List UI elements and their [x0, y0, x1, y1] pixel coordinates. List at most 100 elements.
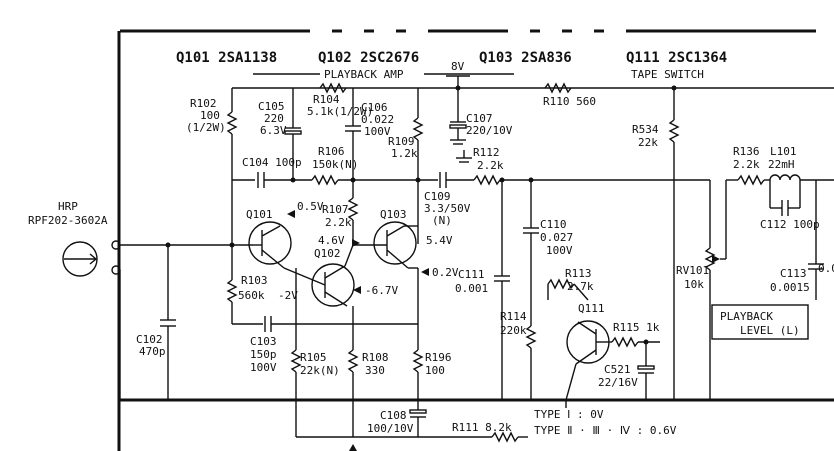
- l101-label: L101: [770, 145, 797, 158]
- c110-value: 0.027: [540, 231, 573, 244]
- arrow-up-marker: [349, 444, 357, 451]
- rv101-wiper: [712, 255, 720, 263]
- r112-resistor: [473, 174, 501, 186]
- r107-label: R107: [322, 203, 349, 216]
- type-note-1: TYPE Ⅰ : 0V: [534, 408, 604, 421]
- r136-value: 2.2k: [733, 158, 760, 171]
- r115-label: R115 1k: [613, 321, 660, 334]
- r110-resistor: [544, 82, 572, 94]
- r196-value: 100: [425, 364, 445, 377]
- r115-resistor: [611, 336, 639, 348]
- q111-tag: Q111: [578, 302, 605, 315]
- header-playback-amp: PLAYBACK AMP: [324, 68, 404, 81]
- r106-value: 150k(N): [312, 158, 358, 171]
- q111-emitter-wire: [565, 363, 577, 401]
- playback-level-box: [711, 304, 809, 340]
- r113-label: R113: [565, 267, 592, 280]
- playback-level-title: PLAYBACK: [720, 310, 773, 323]
- q103-tag: Q103: [380, 208, 407, 221]
- q101-tag: Q101: [246, 208, 273, 221]
- c112-label: C112 100p: [760, 218, 820, 231]
- c107-plate-2: [449, 124, 467, 129]
- c521-label: C521: [604, 363, 631, 376]
- r534-value: 22k: [638, 136, 658, 149]
- probe-minus-6-7v: [353, 286, 361, 294]
- r111-label: R111 8.2k: [452, 421, 512, 434]
- c105-label: C105: [258, 100, 285, 113]
- c113-label: C113: [780, 267, 807, 280]
- q102-collector: [324, 265, 346, 279]
- header-tape-switch: TAPE SWITCH: [631, 68, 704, 81]
- r103-resistor: [226, 279, 238, 303]
- c109-note: (N): [432, 214, 452, 227]
- junction-c111: [499, 177, 505, 183]
- q102-collector-wire: [344, 244, 354, 267]
- r112-value: 2.2k: [477, 159, 504, 172]
- r102-label: R102: [190, 97, 217, 110]
- voltage-0-5v: 0.5V: [297, 200, 324, 213]
- q102-base-lead: [283, 267, 326, 286]
- r105-label: R105: [300, 351, 327, 364]
- r109-label: R109: [388, 135, 415, 148]
- head-name: HRP: [58, 200, 78, 213]
- q111-emitter: [575, 349, 597, 365]
- r534-label: R534: [632, 123, 659, 136]
- c110-label: C110: [540, 218, 567, 231]
- voltage-minus-2v: -2V: [278, 289, 298, 302]
- r136-label: R136: [733, 145, 760, 158]
- type-note-2: TYPE Ⅱ · Ⅲ · Ⅳ : 0.6V: [534, 424, 677, 437]
- r196-resistor: [412, 349, 424, 373]
- r111-resistor: [491, 431, 519, 443]
- l101-inductor: [769, 174, 801, 181]
- r136-resistor: [737, 174, 765, 186]
- c108-value: 100/10V: [367, 422, 414, 435]
- c110-rating: 100V: [546, 244, 573, 257]
- r103-value: 560k: [238, 289, 265, 302]
- c111-value: 0.001: [455, 282, 488, 295]
- r105-resistor: [290, 349, 302, 373]
- r110-label: R110 560: [543, 95, 596, 108]
- head-part: RPF202-3602A: [28, 214, 108, 227]
- voltage-0-2v: 0.2V: [432, 266, 459, 279]
- r108-label: R108: [362, 351, 389, 364]
- c102-value: 470p: [139, 345, 166, 358]
- junction-c110: [528, 177, 534, 183]
- r113-to-q111: [573, 283, 589, 301]
- c113-value: 0.0015: [770, 281, 810, 294]
- c103-label: C103: [250, 335, 277, 348]
- c109-label: C109: [424, 190, 451, 203]
- voltage-minus-6-7v: -6.7V: [365, 284, 398, 297]
- r107-value: 2.2k: [325, 216, 352, 229]
- c106-value: 0.022: [361, 113, 394, 126]
- r106-resistor: [311, 174, 339, 186]
- rv101-resistor: [704, 247, 716, 271]
- r104-label: R104: [313, 93, 340, 106]
- r534-resistor: [668, 119, 680, 143]
- playback-level-channel: LEVEL (L): [740, 324, 800, 337]
- r106-label: R106: [318, 145, 345, 158]
- r105-value: 22k(N): [300, 364, 340, 377]
- r113-value: 2.7k: [567, 280, 594, 293]
- header-q102: Q102 2SC2676: [318, 50, 419, 66]
- rv101-label: RV101: [676, 264, 709, 277]
- r196-label: R196: [425, 351, 452, 364]
- c108-label: C108: [380, 409, 407, 422]
- c521-value: 22/16V: [598, 376, 638, 389]
- r102-resistor: [226, 111, 238, 135]
- c111-label: C111: [458, 268, 485, 281]
- probe-0-5v: [287, 210, 295, 218]
- r107-resistor: [347, 197, 359, 221]
- c102-label: C102: [136, 333, 163, 346]
- r109-resistor: [412, 117, 424, 141]
- r102-value: 100: [200, 109, 220, 122]
- r104-resistor: [319, 82, 347, 94]
- c105-plate-2: [284, 130, 302, 135]
- c108-plate-1: [409, 409, 427, 414]
- c107-value: 220/10V: [466, 124, 513, 137]
- q101-symbol: [248, 221, 292, 265]
- q102-emitter: [324, 291, 348, 307]
- header-q101: Q101 2SA1138: [176, 50, 277, 66]
- c521-plate-1: [637, 365, 655, 370]
- supply-8v-label: 8V: [451, 60, 465, 73]
